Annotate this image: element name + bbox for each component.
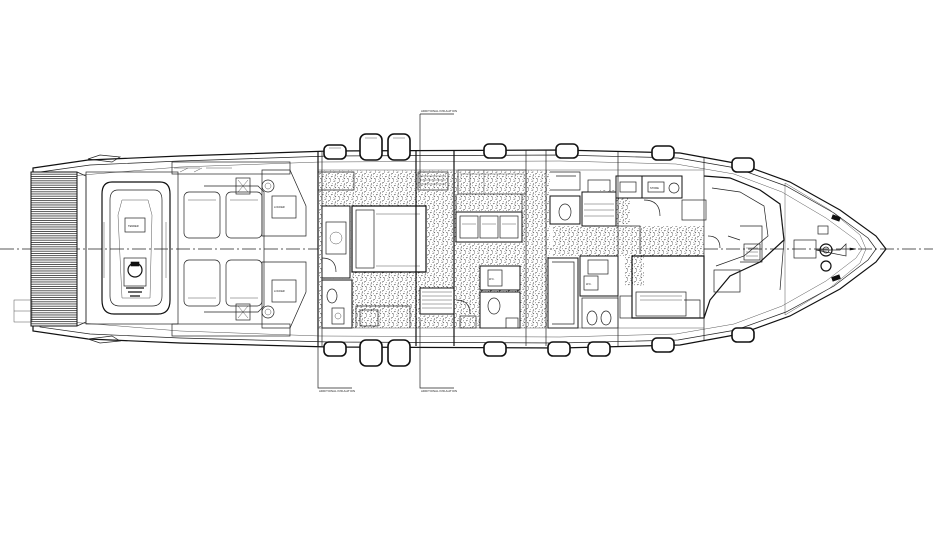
locker-a-label: LOCKER (274, 205, 285, 209)
aft-bench-top (183, 191, 263, 239)
insulation-note-bottom-left: ADDITIONAL INSULATION (319, 389, 355, 393)
bulkheads (317, 150, 705, 346)
guest-cabin-portside: W.C. (547, 255, 619, 329)
insulation-note-top: ADDITIONAL INSULATION (421, 109, 457, 113)
tender-engine (123, 257, 147, 297)
tender-console: TENDER (124, 217, 146, 233)
aft-deck-seating: LOCKER LOCKER (171, 161, 307, 337)
fenders-port (323, 327, 755, 367)
lobby-and-stair: W.C. (419, 169, 527, 329)
aft-stair-bottom: LOCKER (261, 261, 307, 329)
insulation-note-bottom-right: ADDITIONAL INSULATION (421, 389, 457, 393)
insulation-annotations: ADDITIONAL INSULATION ADDITIONAL INSULAT… (317, 109, 457, 393)
master-cabin (318, 171, 449, 329)
wc-b-label: W.C. (586, 282, 592, 286)
tender-garage: TENDER (85, 171, 179, 325)
swim-platform (13, 171, 87, 327)
store-label: STORE (650, 186, 659, 190)
tender-label: TENDER (128, 224, 139, 228)
bow-anchor-gear (793, 214, 857, 282)
aft-bench-bottom (183, 259, 263, 307)
forward-cabin (703, 175, 785, 319)
locker-b-label: LOCKER (274, 289, 285, 293)
hull-outline (32, 149, 887, 349)
fenders-starboard (323, 133, 755, 173)
guest-cabin-starboard: STORE (549, 171, 683, 227)
aft-stair-top: LOCKER (261, 169, 307, 237)
wc-a-label: W.C. (489, 277, 495, 281)
